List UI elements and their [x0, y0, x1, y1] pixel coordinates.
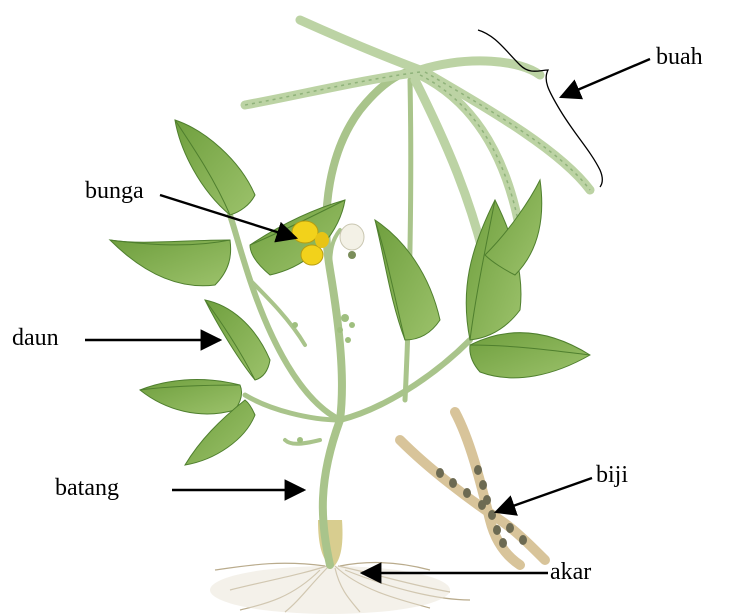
label-bunga: bunga — [85, 179, 144, 203]
label-buah: buah — [656, 45, 703, 69]
label-akar: akar — [550, 560, 591, 584]
leaves — [110, 120, 590, 465]
arrow-buah — [561, 59, 650, 97]
label-biji: biji — [596, 463, 628, 487]
arrow-biji — [496, 478, 592, 512]
label-arrows — [85, 59, 650, 573]
label-batang: batang — [55, 476, 119, 500]
label-daun: daun — [12, 326, 59, 350]
